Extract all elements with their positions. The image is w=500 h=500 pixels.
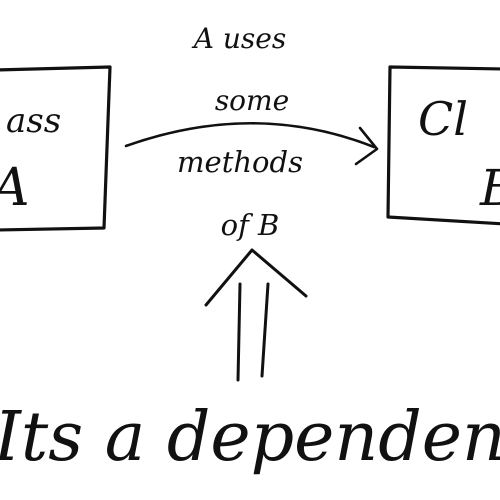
up-arrow-shaft-left — [236, 282, 242, 382]
class-a-box: ass A — [0, 65, 112, 232]
uses-arrow — [124, 122, 379, 166]
conclusion-text: Its a dependency — [0, 398, 500, 477]
class-a-label-line2: A — [0, 158, 30, 218]
class-b-box-outline — [386, 65, 500, 226]
relation-label: A uses some methods of B — [177, 22, 303, 242]
up-arrow-shaft-right — [260, 282, 270, 378]
relation-label-line3: methods — [177, 145, 303, 179]
uses-arrow-head — [354, 126, 379, 166]
relation-label-line2: some — [215, 84, 289, 117]
up-arrow-head — [204, 248, 308, 307]
relation-label-line4: of B — [221, 208, 280, 242]
class-b-box: Cl B — [386, 65, 500, 226]
uses-arrow-line — [124, 122, 376, 149]
class-a-box-outline — [0, 65, 112, 232]
up-arrow — [204, 248, 308, 382]
class-a-label-line1: ass — [6, 101, 61, 141]
relation-label-line1: A uses — [191, 22, 286, 55]
class-b-label-line2: B — [479, 159, 500, 217]
class-b-label-line1: Cl — [418, 92, 468, 146]
